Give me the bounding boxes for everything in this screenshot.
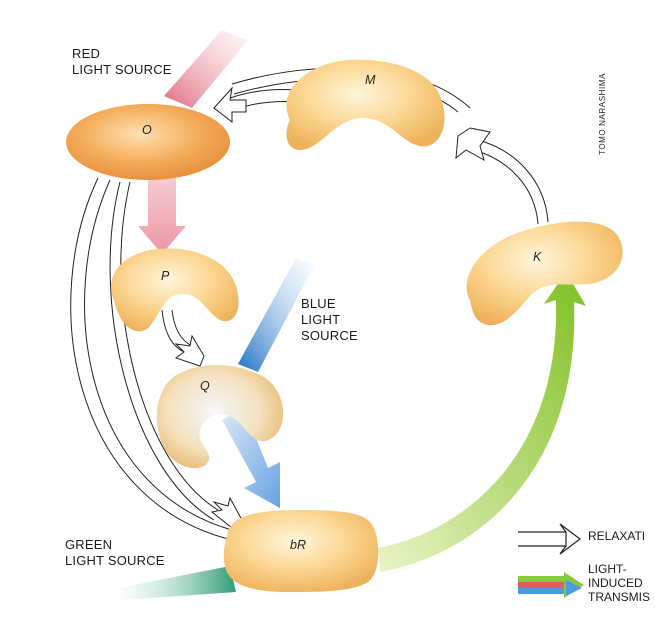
relax-path-br-to-o	[70, 177, 233, 541]
light-induced-arrow-o-to-p	[138, 178, 186, 254]
light-induced-arrow-br-to-k	[378, 272, 586, 572]
state-q-label: Q	[200, 379, 210, 393]
state-p-label: P	[161, 269, 170, 283]
legend-relaxation-icon	[518, 523, 581, 555]
state-br-label: bR	[290, 538, 306, 552]
state-m	[286, 59, 445, 150]
light-induced-arrow-q-to-br	[222, 408, 280, 508]
state-o	[66, 104, 230, 180]
legend-light-induced-label: LIGHT- INDUCED TRANSMIS	[588, 562, 651, 604]
green-light-source-label: GREEN LIGHT SOURCE	[65, 537, 165, 568]
red-light-source-label: RED LIGHT SOURCE	[72, 46, 172, 77]
legend-light-induced-icon	[518, 572, 584, 598]
state-k	[466, 221, 623, 326]
relax-path-p-to-q	[161, 309, 185, 353]
state-br	[223, 510, 379, 592]
red-light-beam	[164, 30, 248, 108]
arrowhead-to-br	[210, 496, 243, 529]
state-o-label: O	[142, 123, 152, 137]
state-m-label: M	[365, 73, 376, 87]
blue-light-source-label: BLUE LIGHT SOURCE	[301, 296, 358, 343]
legend-relaxation-label: RELAXATI	[588, 529, 646, 543]
relax-path-k-to-m	[477, 139, 549, 223]
state-p	[111, 248, 239, 332]
state-k-label: K	[533, 250, 542, 264]
relaxation-arrowheads	[174, 86, 491, 529]
arrowhead-to-m	[455, 127, 491, 162]
blue-light-beam	[238, 258, 314, 372]
arrowhead-to-q	[174, 334, 205, 367]
state-q	[156, 365, 284, 469]
relax-path-m-to-o	[229, 89, 297, 99]
green-light-beam	[118, 566, 236, 600]
arrowhead-to-o	[213, 86, 247, 124]
illustrator-credit: TOMO NARASHIMA	[598, 72, 607, 155]
